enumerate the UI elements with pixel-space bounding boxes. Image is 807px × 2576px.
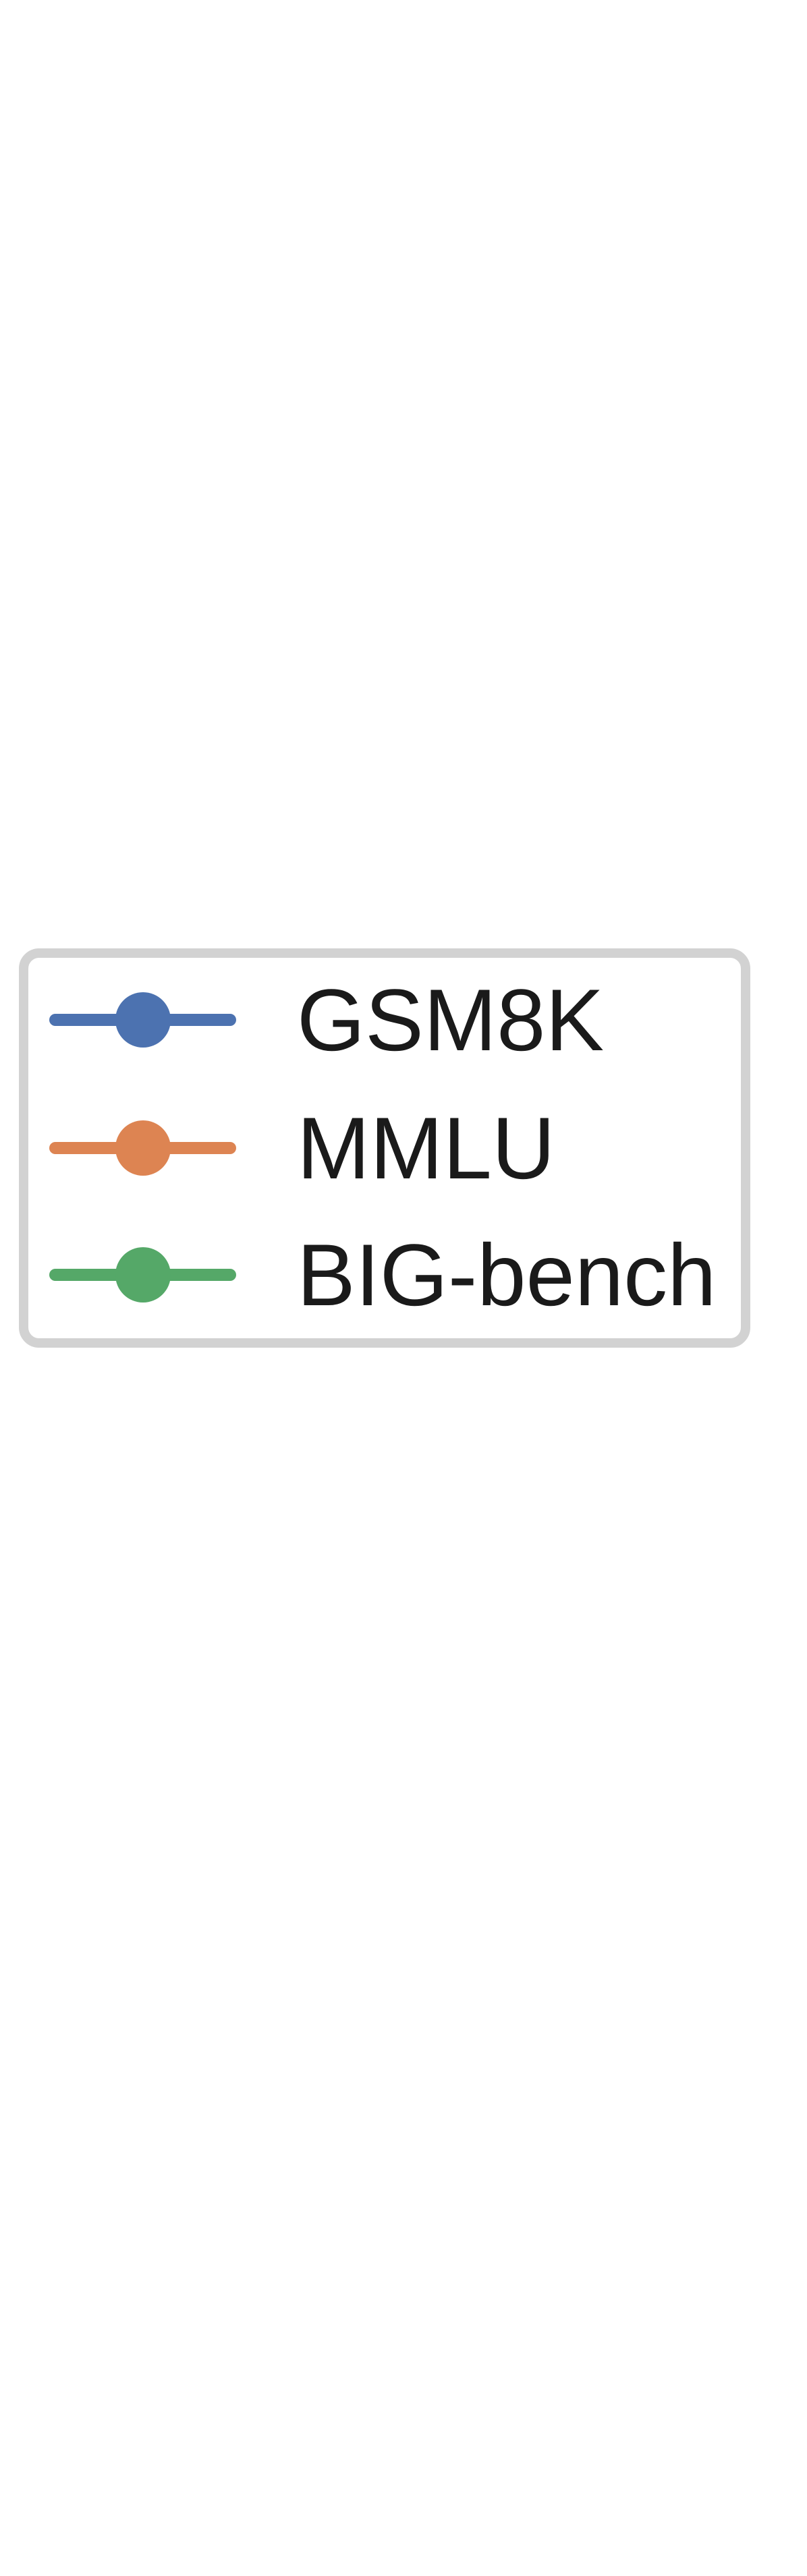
legend-sample [49, 992, 236, 1048]
legend-label: BIG-bench [297, 1226, 717, 1324]
legend-sample [49, 1247, 236, 1303]
point-marker-icon [115, 992, 171, 1048]
legend-item-mmlu: MMLU [49, 1086, 555, 1210]
legend-sample [49, 1120, 236, 1176]
legend-label: MMLU [297, 1099, 555, 1197]
point-marker-icon [115, 1247, 171, 1303]
legend-item-gsm8k: GSM8K [49, 958, 604, 1082]
point-marker-icon [115, 1120, 171, 1176]
legend-label: GSM8K [297, 971, 605, 1069]
chart-legend: GSM8K MMLU BIG-bench [19, 948, 750, 1348]
legend-item-big-bench: BIG-bench [49, 1213, 716, 1337]
